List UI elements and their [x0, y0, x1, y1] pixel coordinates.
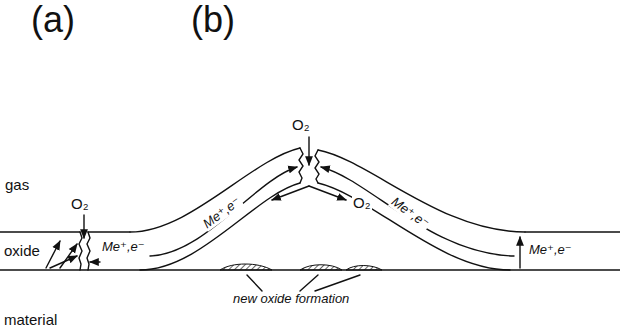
oxygen-arrow	[308, 137, 309, 165]
species-label: Me⁺,e⁻	[200, 194, 245, 232]
transport-arrow	[150, 167, 297, 256]
oxide-surface	[0, 231, 80, 232]
new-oxide	[346, 266, 382, 271]
crack-a	[79, 232, 82, 270]
new-oxide	[220, 264, 272, 270]
species-label: O₂	[352, 195, 372, 212]
crack-b	[299, 148, 303, 183]
species-label: Me⁺,e⁻	[528, 243, 573, 257]
panel-label: (b)	[190, 0, 236, 40]
note-label: new oxide formation	[232, 292, 350, 306]
transport-arrow	[90, 261, 100, 262]
species-label: O₂	[291, 117, 311, 134]
oxygen-arrow	[272, 186, 309, 200]
oxygen-arrow	[309, 186, 346, 200]
region-label: gas	[4, 177, 30, 194]
blister-inner	[140, 183, 300, 270]
blister-outer	[318, 150, 525, 232]
leader-line	[300, 275, 318, 291]
transport-arrow	[60, 244, 77, 268]
transport-arrow	[519, 237, 520, 268]
species-label: O₂	[70, 196, 90, 213]
transport-arrow	[321, 167, 514, 256]
species-label: Me⁺,e⁻	[388, 194, 433, 232]
blister-outer	[130, 148, 300, 232]
oxide-surface	[525, 231, 620, 232]
crack-a	[87, 232, 90, 270]
region-label: oxide	[3, 243, 41, 260]
leader-line	[315, 275, 360, 291]
leader-line	[247, 275, 262, 291]
species-label: Me⁺,e⁻	[101, 240, 146, 254]
panel-label: (a)	[30, 0, 76, 40]
new-oxide	[300, 265, 342, 270]
blister-inner	[318, 183, 510, 270]
crack-b	[315, 150, 319, 183]
oxide-surface	[88, 231, 130, 232]
oxygen-arrow	[83, 215, 84, 238]
region-label: material	[3, 312, 58, 329]
